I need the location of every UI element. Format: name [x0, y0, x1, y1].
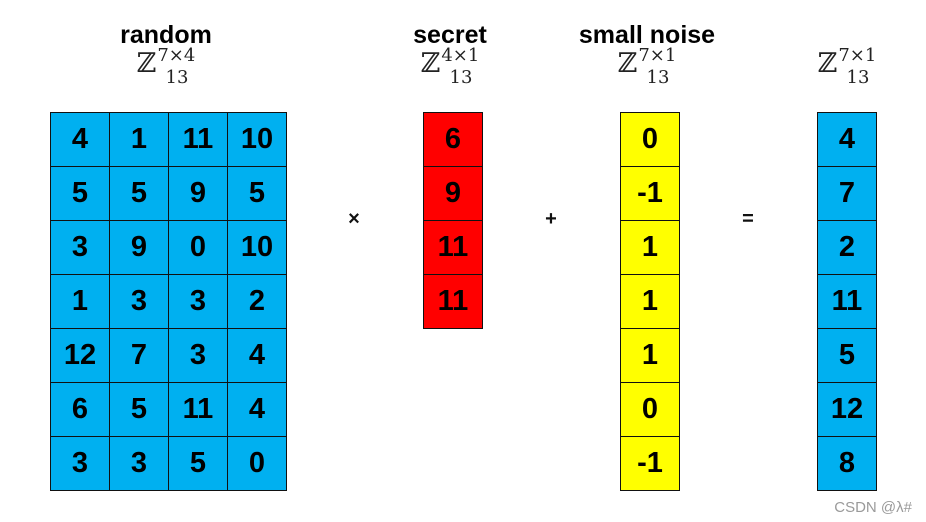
noise-cell: 1: [621, 329, 680, 383]
random-space-sup: 7×4: [157, 45, 196, 66]
noise-cell: 0: [621, 113, 680, 167]
noise-cell: 0: [621, 383, 680, 437]
noise-space-sup: 7×1: [638, 45, 677, 66]
secret-space-sup: 4×1: [441, 45, 480, 66]
matrix-cell: 5: [169, 437, 228, 491]
random-space-sub: 13: [165, 67, 189, 88]
secret-cell: 11: [424, 275, 483, 329]
result-cell: 11: [818, 275, 877, 329]
matrix-cell: 3: [110, 275, 169, 329]
noise-cell: 1: [621, 275, 680, 329]
result-space-base: ℤ: [817, 48, 838, 79]
result-cell: 2: [818, 221, 877, 275]
result-cell: 8: [818, 437, 877, 491]
matrix-cell: 10: [228, 221, 287, 275]
matrix-cell: 4: [228, 383, 287, 437]
matrix-cell: 3: [169, 329, 228, 383]
matrix-cell: 4: [51, 113, 110, 167]
matrix-cell: 0: [228, 437, 287, 491]
matrix-cell: 10: [228, 113, 287, 167]
random-title: random: [120, 21, 212, 49]
matrix-cell: 5: [110, 167, 169, 221]
plus-operator: +: [545, 208, 557, 230]
matrix-cell: 4: [228, 329, 287, 383]
random-space-base: ℤ: [136, 48, 157, 79]
result-cell: 4: [818, 113, 877, 167]
result-cell: 12: [818, 383, 877, 437]
matrix-cell: 5: [110, 383, 169, 437]
matrix-cell: 11: [169, 383, 228, 437]
matrix-cell: 6: [51, 383, 110, 437]
noise-space-sub: 13: [646, 67, 670, 88]
matrix-cell: 3: [51, 221, 110, 275]
result-cell: 7: [818, 167, 877, 221]
result-space-sub: 13: [846, 67, 870, 88]
matrix-cell: 1: [51, 275, 110, 329]
matrix-cell: 5: [51, 167, 110, 221]
secret-cell: 9: [424, 167, 483, 221]
matrix-cell: 3: [51, 437, 110, 491]
secret-cell: 6: [424, 113, 483, 167]
matrix-cell: 9: [169, 167, 228, 221]
noise-cell: -1: [621, 437, 680, 491]
matrix-cell: 5: [228, 167, 287, 221]
secret-space-base: ℤ: [420, 48, 441, 79]
secret-space-sub: 13: [449, 67, 473, 88]
noise-cell: 1: [621, 221, 680, 275]
matrix-cell: 0: [169, 221, 228, 275]
matrix-cell: 11: [169, 113, 228, 167]
noise-space-base: ℤ: [617, 48, 638, 79]
noise-title: small noise: [578, 21, 716, 49]
secret-cell: 11: [424, 221, 483, 275]
matrix-cell: 3: [110, 437, 169, 491]
result-space-sup: 7×1: [838, 45, 877, 66]
equals-operator: =: [742, 208, 754, 230]
result-cell: 5: [818, 329, 877, 383]
matrix-cell: 9: [110, 221, 169, 275]
matrix-cell: 12: [51, 329, 110, 383]
matrix-cell: 2: [228, 275, 287, 329]
matrix-cell: 1: [110, 113, 169, 167]
secret-title: secret: [413, 21, 487, 49]
noise-cell: -1: [621, 167, 680, 221]
times-operator: ×: [348, 208, 360, 230]
watermark: CSDN @λ#: [834, 499, 912, 516]
matrix-cell: 3: [169, 275, 228, 329]
matrix-cell: 7: [110, 329, 169, 383]
